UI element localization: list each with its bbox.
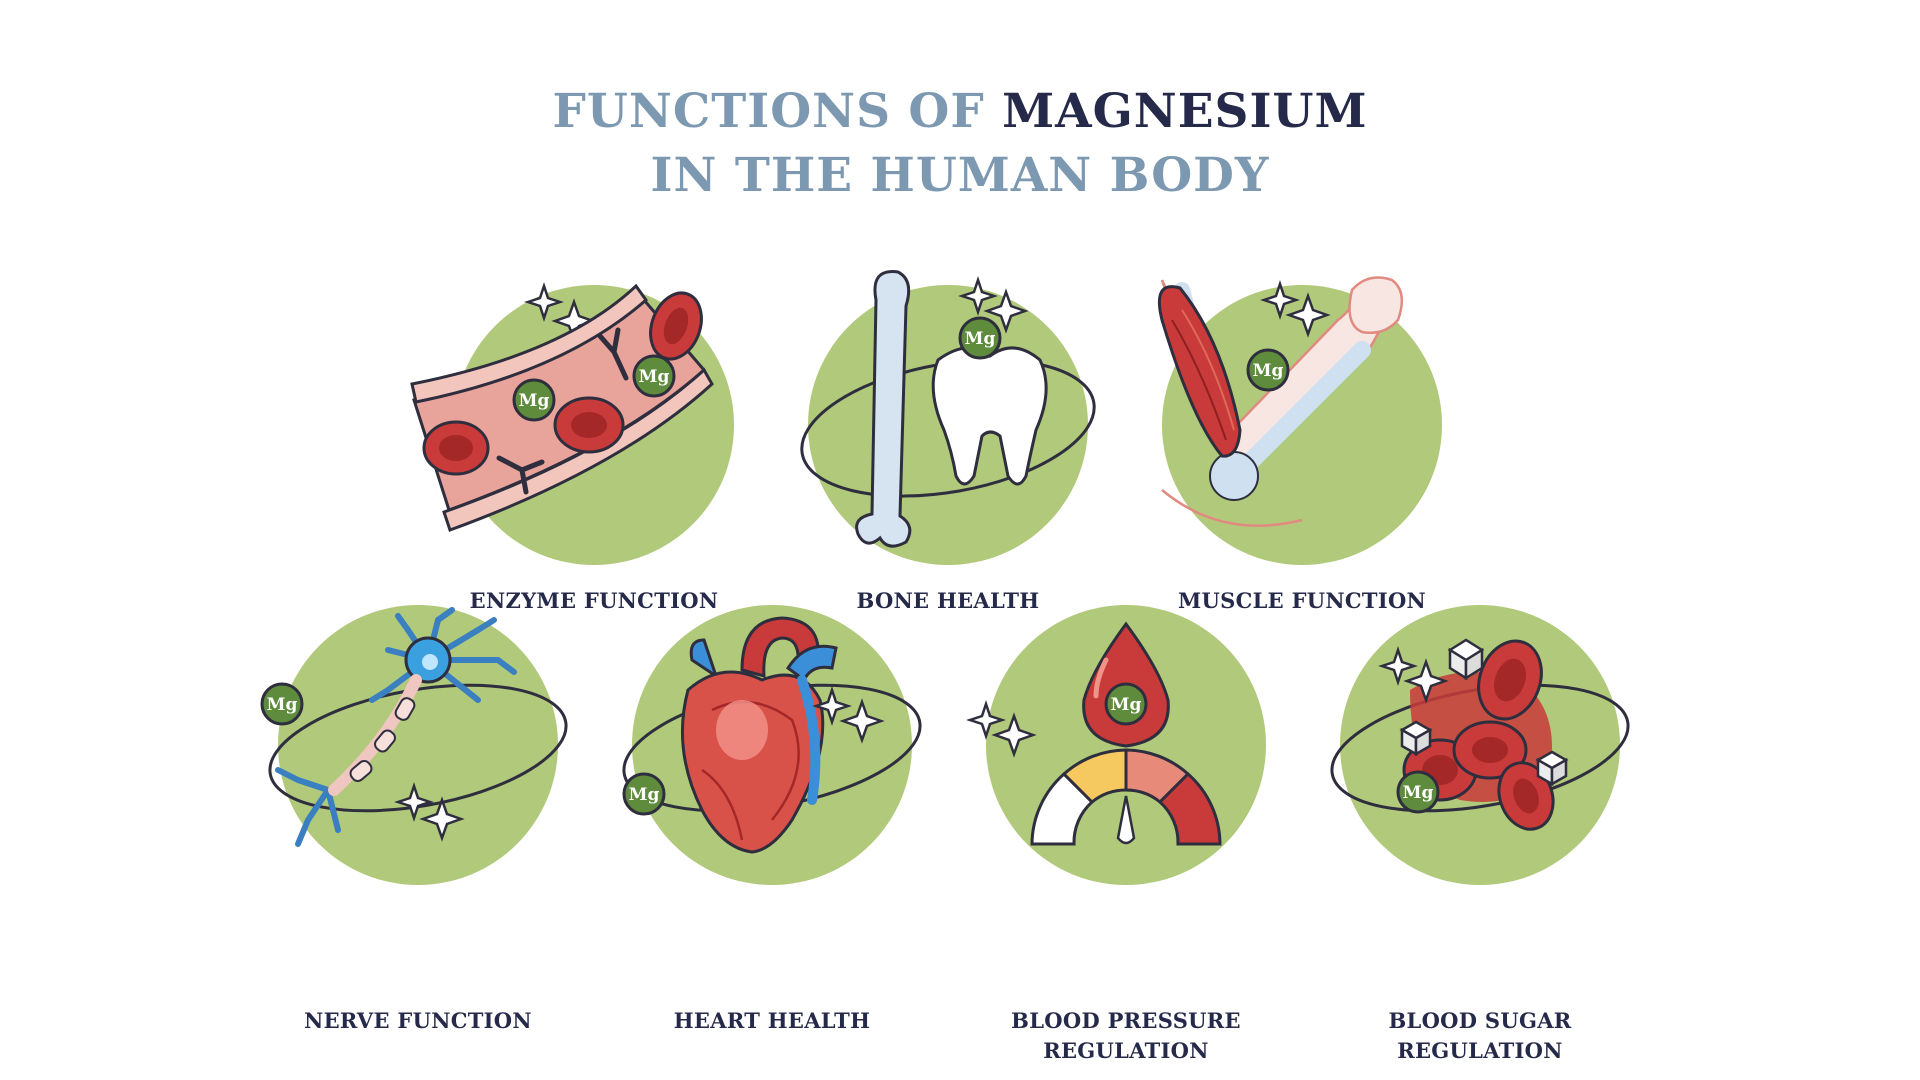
page-title-line-1: FUNCTIONS OF MAGNESIUM — [0, 84, 1920, 139]
arm-muscle-icon: Mg — [1157, 276, 1442, 565]
sparkle-icon — [1260, 280, 1331, 338]
svg-text:Mg: Mg — [519, 391, 550, 411]
red-blood-cell-icon — [422, 291, 703, 476]
function-card-nerve: Mg NERVE FUNCTION — [238, 605, 598, 1060]
blood-vessel-icon: Mg Mg — [410, 282, 734, 565]
function-label-line-2: REGULATION — [1397, 1038, 1563, 1063]
function-label: BONE HEALTH — [856, 588, 1040, 613]
magnesium-badge-icon: Mg Mg — [512, 354, 676, 422]
function-label: NERVE FUNCTION — [304, 1008, 532, 1033]
function-label: ENZYME FUNCTION — [469, 588, 719, 613]
function-label-line-2: REGULATION — [1043, 1038, 1209, 1063]
magnesium-badge-icon: Mg — [1104, 682, 1148, 726]
sugar-cube-icon — [1399, 638, 1569, 787]
function-label: BLOOD PRESSURE REGULATION — [946, 1006, 1306, 1066]
svg-text:Mg: Mg — [629, 785, 660, 805]
magnesium-badge-icon: Mg — [622, 772, 666, 816]
magnesium-badge-icon: Mg — [1396, 770, 1440, 814]
function-card-enzyme: Mg Mg ENZYME FUNCTION — [410, 280, 774, 640]
svg-text:Mg: Mg — [639, 367, 670, 387]
function-card-heart-health: Mg HEART HEALTH — [592, 605, 952, 1060]
page-title-line-2: IN THE HUMAN BODY — [650, 148, 1270, 203]
blood-sugar-cells-icon: Mg — [1330, 605, 1630, 885]
blood-pressure-gauge-icon: Mg — [966, 605, 1266, 885]
magnesium-badge-icon: Mg — [1246, 348, 1290, 392]
sparkle-icon — [958, 276, 1029, 334]
sparkle-icon — [1378, 646, 1449, 704]
gauge-icon — [1030, 748, 1222, 846]
svg-text:Mg: Mg — [1111, 695, 1142, 715]
antibody-icon — [496, 327, 629, 495]
tooth-icon — [931, 346, 1048, 486]
function-card-blood-sugar: Mg BLOOD SUGAR REGULATION — [1300, 605, 1660, 1063]
function-label-line-1: BLOOD SUGAR — [1388, 1008, 1572, 1033]
neuron-icon: Mg — [260, 605, 568, 885]
sparkle-icon — [812, 686, 885, 744]
svg-text:Mg: Mg — [965, 329, 996, 349]
function-label: BLOOD SUGAR REGULATION — [1300, 1006, 1660, 1066]
title-light-part: FUNCTIONS OF — [552, 84, 985, 139]
function-card-blood-pressure: Mg BLOOD PRESSURE REGULATION — [946, 605, 1306, 1063]
svg-text:Mg: Mg — [267, 695, 298, 715]
function-card-muscle: Mg MUSCLE FUNCTION — [1122, 276, 1482, 640]
sparkle-icon — [394, 782, 465, 842]
svg-text:Mg: Mg — [1253, 361, 1284, 381]
function-card-bone-health: Mg BONE HEALTH — [768, 270, 1128, 640]
function-label: HEART HEALTH — [673, 1008, 871, 1033]
title-dark-part: MAGNESIUM — [1002, 84, 1368, 139]
heart-icon: Mg — [622, 605, 922, 885]
bone-icon — [855, 270, 912, 548]
sparkle-icon — [966, 700, 1037, 758]
svg-text:Mg: Mg — [1403, 783, 1434, 803]
bone-tooth-icon: Mg — [800, 270, 1096, 565]
magnesium-badge-icon: Mg — [958, 316, 1002, 360]
magnesium-badge-icon: Mg — [260, 682, 304, 726]
function-label-line-1: BLOOD PRESSURE — [1011, 1008, 1241, 1033]
function-label: MUSCLE FUNCTION — [1177, 588, 1427, 613]
